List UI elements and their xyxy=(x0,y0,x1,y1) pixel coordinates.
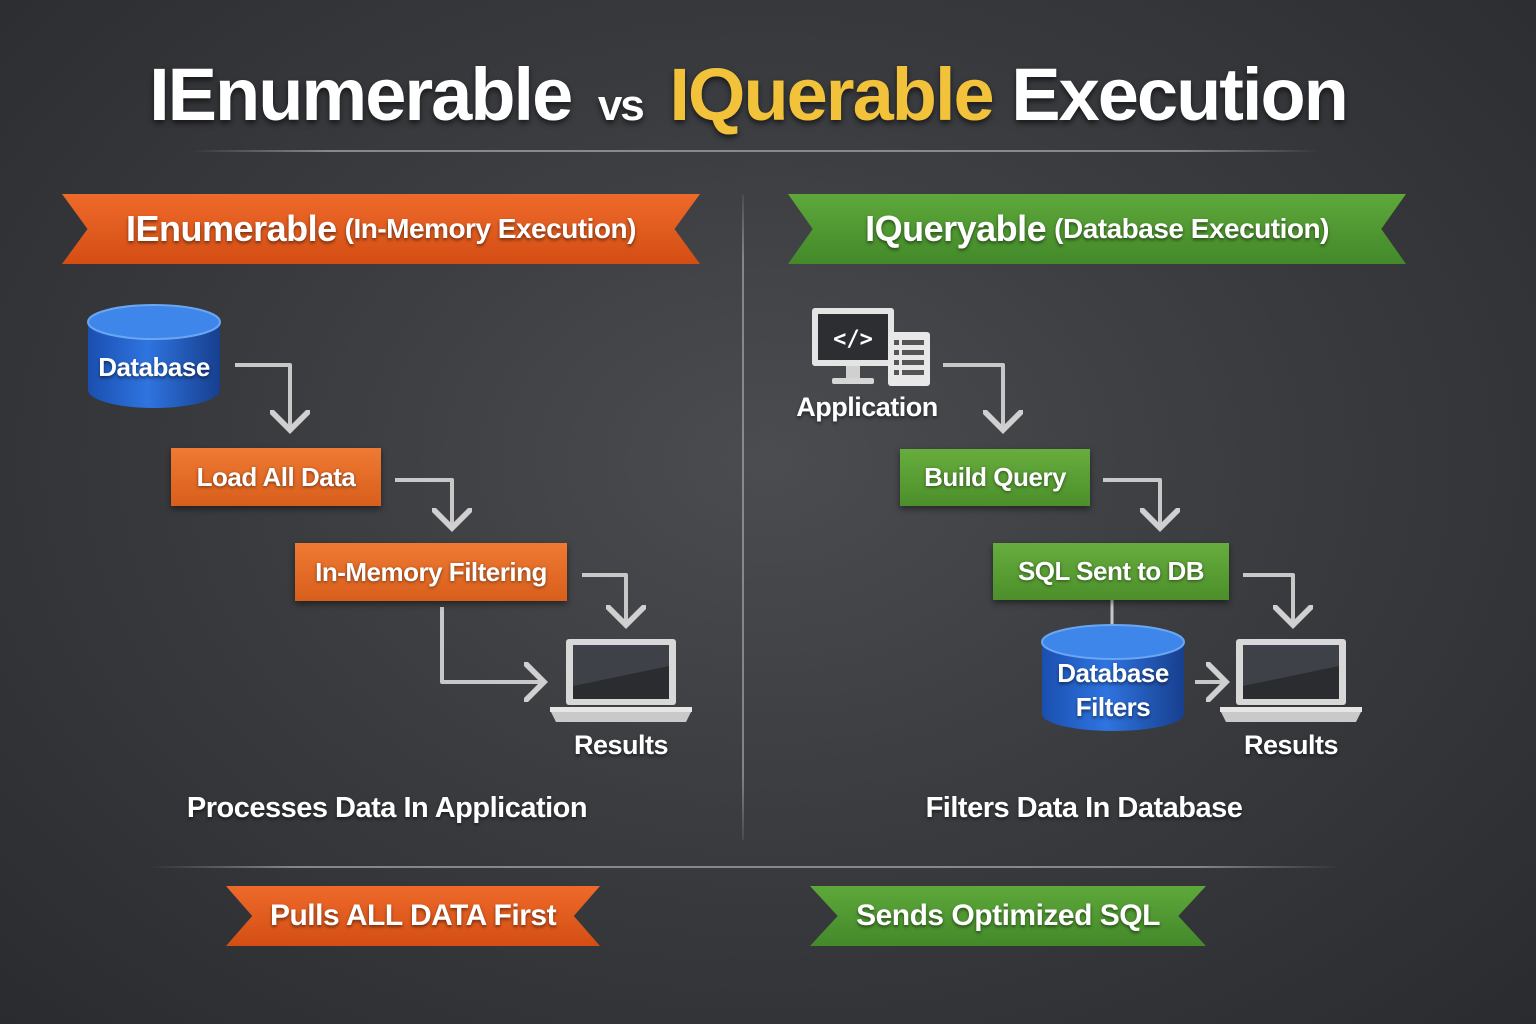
build-query-box: Build Query xyxy=(900,449,1090,506)
arrow-icon xyxy=(1103,478,1160,528)
bottom-divider xyxy=(150,866,1340,868)
arrow-icon xyxy=(395,478,452,528)
title-part-execution: Execution xyxy=(1011,53,1349,136)
arrow-icon xyxy=(582,573,626,625)
sql-sent-to-db-box: SQL Sent to DB xyxy=(993,543,1229,600)
arrow-icon xyxy=(1243,573,1293,625)
iqueryable-banner: IQueryable (Database Execution) xyxy=(788,194,1406,264)
title-part-iquerable: IQuerable xyxy=(669,53,994,136)
laptop-icon xyxy=(1220,639,1362,722)
ienumerable-banner-subtitle: (In-Memory Execution) xyxy=(344,213,637,244)
database-filters-line1: Database xyxy=(1057,658,1169,688)
database-filters-label: Database Filters xyxy=(1038,656,1188,724)
database-filters-line2: Filters xyxy=(1075,692,1151,722)
in-memory-filtering-box: In-Memory Filtering xyxy=(295,543,567,601)
document-icon xyxy=(888,332,930,386)
iqueryable-banner-subtitle: (Database Execution) xyxy=(1054,213,1329,244)
left-summary: Processes Data In Application xyxy=(186,792,588,824)
monitor-code-icon: </> xyxy=(812,308,894,384)
ienumerable-banner-title: IEnumerable xyxy=(126,208,337,249)
title-part-ienumerable: IEnumerable xyxy=(149,53,573,136)
pulls-all-data-banner: Pulls ALL DATA First xyxy=(226,886,600,946)
database-label: Database xyxy=(98,352,210,382)
title-vs: vs xyxy=(597,81,645,130)
right-summary: Filters Data In Database xyxy=(925,792,1243,824)
load-all-data-box: Load All Data xyxy=(171,448,381,506)
arrow-icon xyxy=(440,607,544,682)
title-divider xyxy=(190,150,1320,152)
ienumerable-banner: IEnumerable (In-Memory Execution) xyxy=(62,194,700,264)
iqueryable-banner-title: IQueryable xyxy=(865,208,1047,249)
laptop-icon xyxy=(550,639,692,722)
database-icon xyxy=(87,304,221,408)
code-glyph: </> xyxy=(833,327,873,352)
database-icon xyxy=(1041,624,1185,731)
page-title: IEnumerable vs IQuerable Execution xyxy=(0,52,1496,137)
right-results-label: Results xyxy=(1243,730,1339,760)
sends-optimized-sql-banner: Sends Optimized SQL xyxy=(810,886,1206,946)
left-results-label: Results xyxy=(573,730,669,760)
center-divider xyxy=(742,195,744,840)
arrow-icon xyxy=(943,363,1003,430)
arrow-icon xyxy=(235,363,290,430)
application-label: Application xyxy=(796,392,938,422)
